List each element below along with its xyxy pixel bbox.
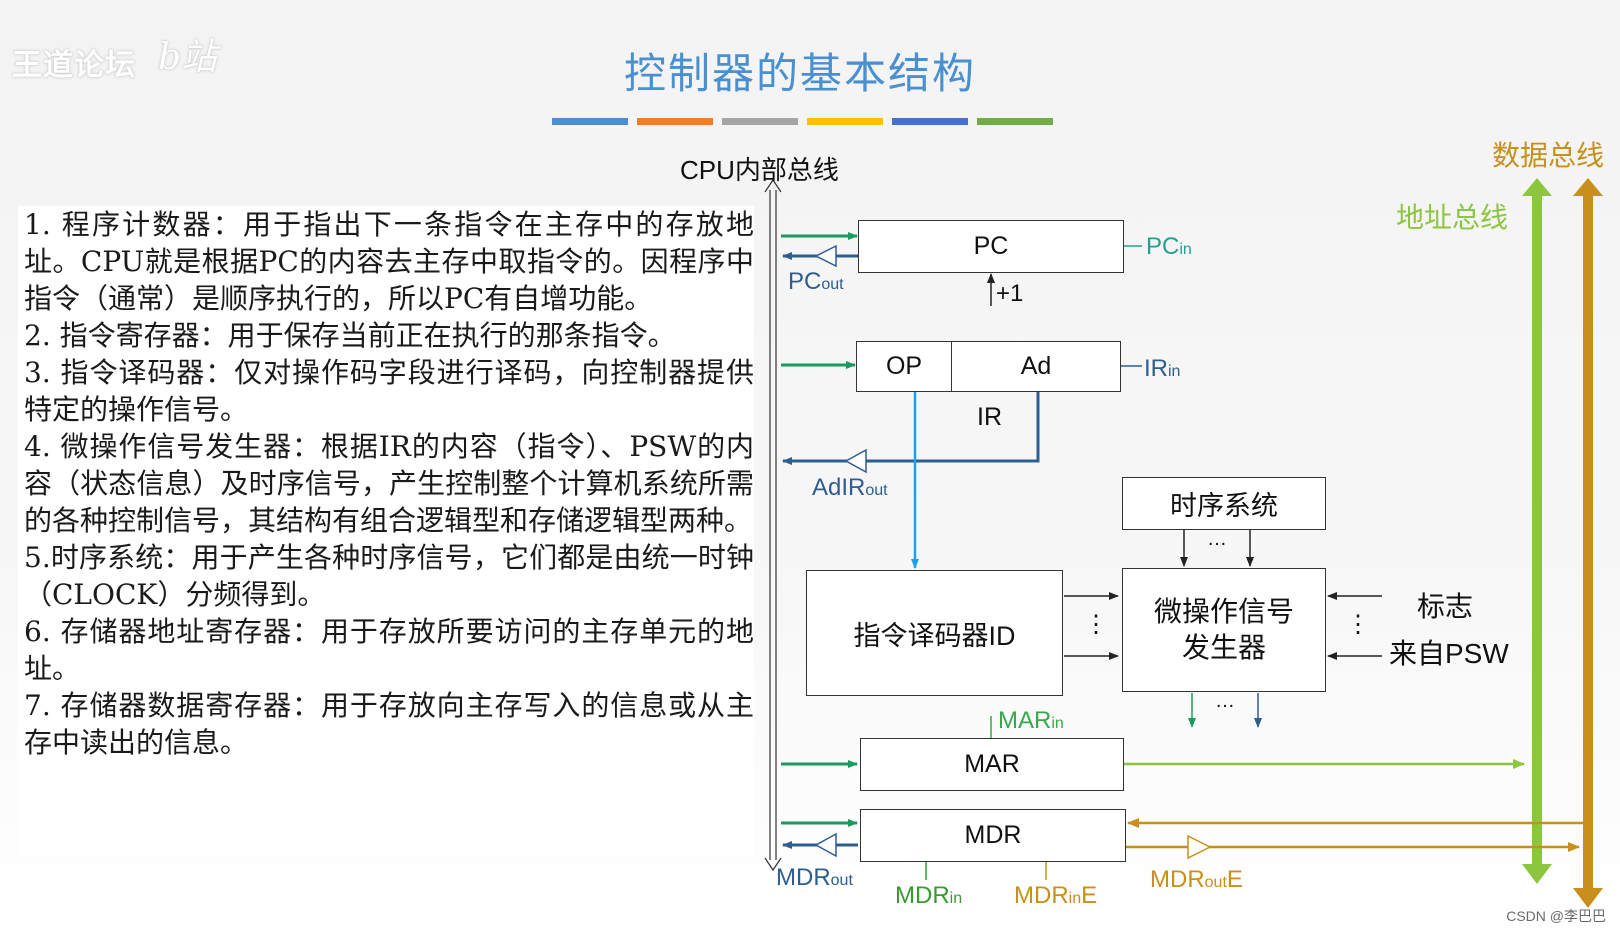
data-bus-label: 数据总线 [1492, 140, 1605, 171]
mdr-register: MDR [860, 809, 1126, 862]
pc-increment-label: +1 [996, 280, 1024, 307]
data-bus-arrow [1573, 178, 1603, 908]
mdr-out-text: MDR [776, 864, 831, 891]
page-title: 控制器的基本结构 [623, 49, 976, 98]
pc-in-subscript: in [1179, 241, 1192, 258]
micro-op-generator-line-2: 发生器 [1181, 632, 1266, 663]
psw-flag-label: 标志 [1417, 591, 1474, 622]
pc-out-text: PC [788, 268, 822, 295]
adir-out-gate [844, 448, 867, 474]
mdr-out-gate [814, 832, 837, 858]
mar-in-subscript: in [1051, 715, 1064, 732]
cpu-internal-bus [764, 178, 782, 872]
title-underline-bar [552, 118, 628, 125]
micro-op-generator-line-1: 微操作信号 [1153, 596, 1294, 627]
psw-vdots: ⋮ [1346, 611, 1370, 638]
address-bus-arrow [1522, 178, 1552, 884]
description-item-timing: 5.时序系统：用于产生各种时序信号，它们都是由统一时钟（CLOCK）分频得到。 [24, 541, 754, 611]
pc-out-label: PCout [788, 268, 844, 296]
psw-source-label: 来自PSW [1389, 638, 1509, 669]
micro-op-generator: 微操作信号 发生器 [1122, 568, 1326, 692]
title-underline-bar [722, 118, 798, 125]
pc-out-subscript: out [821, 276, 844, 293]
mdr-out-e-suffix: E [1226, 866, 1243, 893]
control-ellipsis: … [1215, 690, 1235, 712]
mdr-out-e-subscript: out [1204, 874, 1227, 891]
timing-system: 时序系统 [1122, 477, 1326, 530]
timing-ellipsis: … [1207, 528, 1227, 550]
mdr-in-e-subscript: in [1068, 890, 1082, 907]
mar-in-label: MARin [998, 707, 1064, 735]
pc-out-gate [814, 244, 837, 268]
adir-out-label: AdIRout [812, 474, 888, 502]
description-item-mdr: 7. 存储器数据寄存器：用于存放向主存写入的信息或从主存中读出的信息。 [24, 689, 754, 759]
mdr-out-e-label: MDRoutE [1150, 866, 1243, 894]
brand-logo: 王道论坛 [12, 48, 136, 83]
ir-label: IR [977, 403, 1002, 431]
adir-out-text: AdIR [812, 474, 866, 501]
ir-in-text: IR [1144, 355, 1168, 382]
ir-in-subscript: in [1168, 363, 1181, 380]
title-underline-bar [637, 118, 713, 125]
mdr-in-label: MDRin [895, 882, 962, 910]
mdr-out-e-gate [1187, 834, 1212, 860]
mdr-out-e-text: MDR [1150, 866, 1205, 893]
mar-register: MAR [860, 738, 1124, 791]
mdr-in-e-label: MDRinE [1014, 882, 1097, 910]
description-item-pc: 1. 程序计数器：用于指出下一条指令在主存中的存放地址。CPU就是根据PC的内容… [24, 208, 754, 315]
description-item-id: 3. 指令译码器：仅对操作码字段进行译码，向控制器提供特定的操作信号。 [24, 356, 754, 426]
cpu-bus-label: CPU内部总线 [680, 155, 839, 185]
ir-op-field: OP [856, 341, 952, 392]
decoder-vdots: ⋮ [1084, 611, 1108, 638]
source-watermark: CSDN @李巴巴 [1506, 908, 1606, 924]
title-underline-bar [807, 118, 883, 125]
mar-in-text: MAR [998, 707, 1052, 734]
mdr-in-subscript: in [949, 890, 963, 907]
address-bus-label: 地址总线 [1396, 202, 1509, 233]
pc-in-text: PC [1146, 233, 1180, 260]
ir-ad-field: Ad [951, 341, 1121, 392]
mdr-in-e-suffix: E [1081, 882, 1098, 909]
description-item-mar: 6. 存储器地址寄存器：用于存放所要访问的主存单元的地址。 [24, 615, 754, 685]
adir-out-subscript: out [865, 482, 888, 499]
pc-register: PC [858, 220, 1124, 273]
description-panel [18, 206, 754, 856]
description-item-ir: 2. 指令寄存器：用于保存当前正在执行的那条指令。 [24, 319, 676, 352]
mdr-in-e-text: MDR [1014, 882, 1069, 909]
description-item-micro: 4. 微操作信号发生器：根据IR的内容（指令）、PSW的内容（状态信息）及时序信… [24, 430, 754, 537]
title-underline-bar [892, 118, 968, 125]
description-text: 1. 程序计数器：用于指出下一条指令在主存中的存放地址。CPU就是根据PC的内容… [24, 206, 754, 761]
ir-in-label: IRin [1144, 355, 1180, 383]
title-underline-bar [977, 118, 1053, 125]
mdr-out-label: MDRout [776, 864, 853, 892]
mdr-in-text: MDR [895, 882, 950, 909]
adir-out-arrow [782, 392, 1040, 465]
mdr-out-subscript: out [830, 872, 853, 889]
brand-scribble: b站 [158, 37, 218, 78]
instruction-decoder: 指令译码器ID [806, 570, 1063, 696]
pc-in-label: PCin [1146, 233, 1192, 261]
